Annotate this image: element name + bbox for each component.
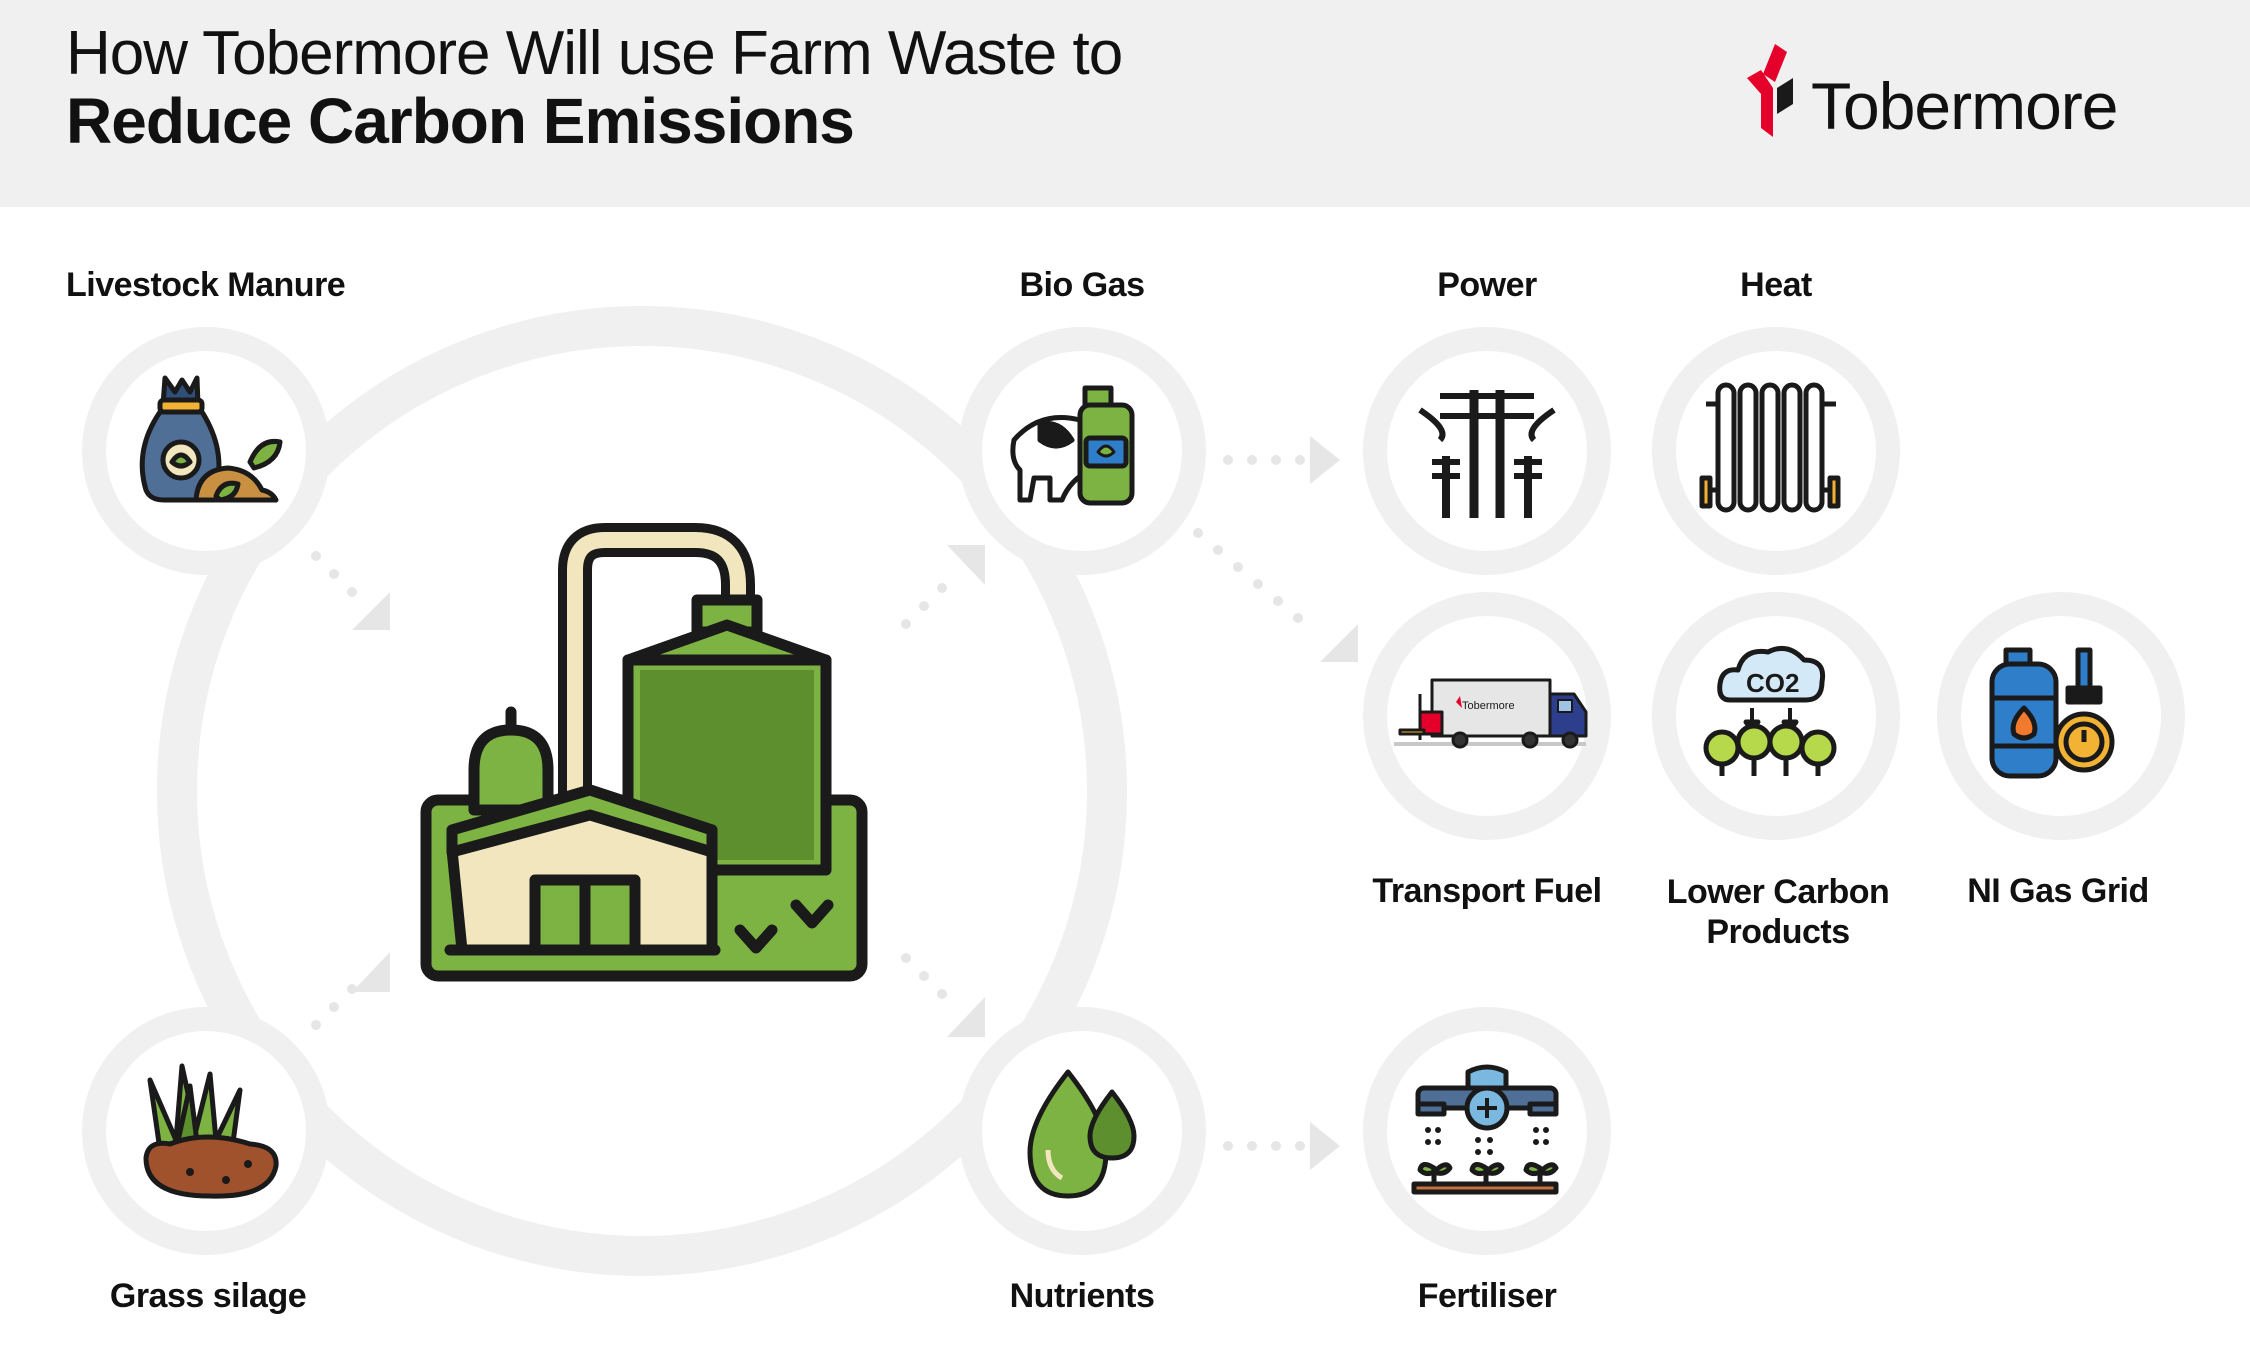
water-drops-icon bbox=[1027, 1069, 1137, 1199]
node-circle-lower-carbon bbox=[1652, 592, 1900, 840]
process-ring bbox=[157, 306, 1127, 1276]
label-power: Power bbox=[1437, 266, 1537, 304]
label-heat: Heat bbox=[1740, 266, 1812, 304]
label-grass-silage: Grass silage bbox=[109, 1277, 307, 1315]
sprinkler-icon bbox=[1411, 1064, 1559, 1195]
label-ni-gas-grid: NI Gas Grid bbox=[1967, 872, 2149, 910]
truck-brand-text: Tobermore bbox=[1462, 700, 1515, 712]
page-title-line2: Reduce Carbon Emissions bbox=[66, 85, 855, 157]
arrow-digester-to-biogas bbox=[901, 545, 985, 629]
radiator-icon bbox=[1699, 382, 1841, 513]
label-transport-fuel: Transport Fuel bbox=[1372, 872, 1602, 910]
label-livestock-manure: Livestock Manure bbox=[66, 266, 346, 304]
cow-gas-cylinder-icon bbox=[1010, 385, 1135, 506]
co2-text: CO2 bbox=[1746, 668, 1799, 698]
label-nutrients: Nutrients bbox=[1009, 1277, 1155, 1315]
arrow-manure-to-digester bbox=[311, 551, 390, 630]
label-fertiliser: Fertiliser bbox=[1417, 1277, 1557, 1315]
node-circle-power bbox=[1363, 327, 1611, 575]
node-circle-ni-gas-grid bbox=[1937, 592, 2185, 840]
manure-bag-icon bbox=[139, 375, 283, 503]
biogas-plant-icon bbox=[420, 523, 868, 982]
arrow-nutrients-to-fertiliser bbox=[1223, 1122, 1340, 1170]
header-band: How Tobermore Will use Farm Waste to Red… bbox=[0, 0, 2250, 207]
arrow-digester-to-nutrients bbox=[901, 953, 985, 1037]
arrow-silage-to-digester bbox=[311, 952, 390, 1030]
node-circle-fertiliser bbox=[1363, 1007, 1611, 1255]
power-lines-icon bbox=[1418, 390, 1556, 518]
grass-icon bbox=[143, 1063, 279, 1199]
label-lower-carbon-products: Lower Carbon Products bbox=[1666, 873, 1890, 951]
brand-logo[interactable]: Tobermore bbox=[1745, 42, 2165, 143]
co2-trees-icon: CO2 bbox=[1703, 645, 1837, 776]
label-bio-gas: Bio Gas bbox=[1019, 266, 1145, 304]
page-title-line1: How Tobermore Will use Farm Waste to bbox=[66, 19, 1123, 88]
brand-name: Tobermore bbox=[1811, 69, 2118, 143]
tobermore-logo-icon bbox=[1747, 44, 1793, 137]
gas-grid-icon bbox=[1989, 647, 2115, 779]
arrow-biogas-to-power bbox=[1223, 436, 1340, 484]
arrow-biogas-to-transport bbox=[1193, 528, 1358, 662]
truck-icon: Tobermore bbox=[1394, 678, 1588, 749]
